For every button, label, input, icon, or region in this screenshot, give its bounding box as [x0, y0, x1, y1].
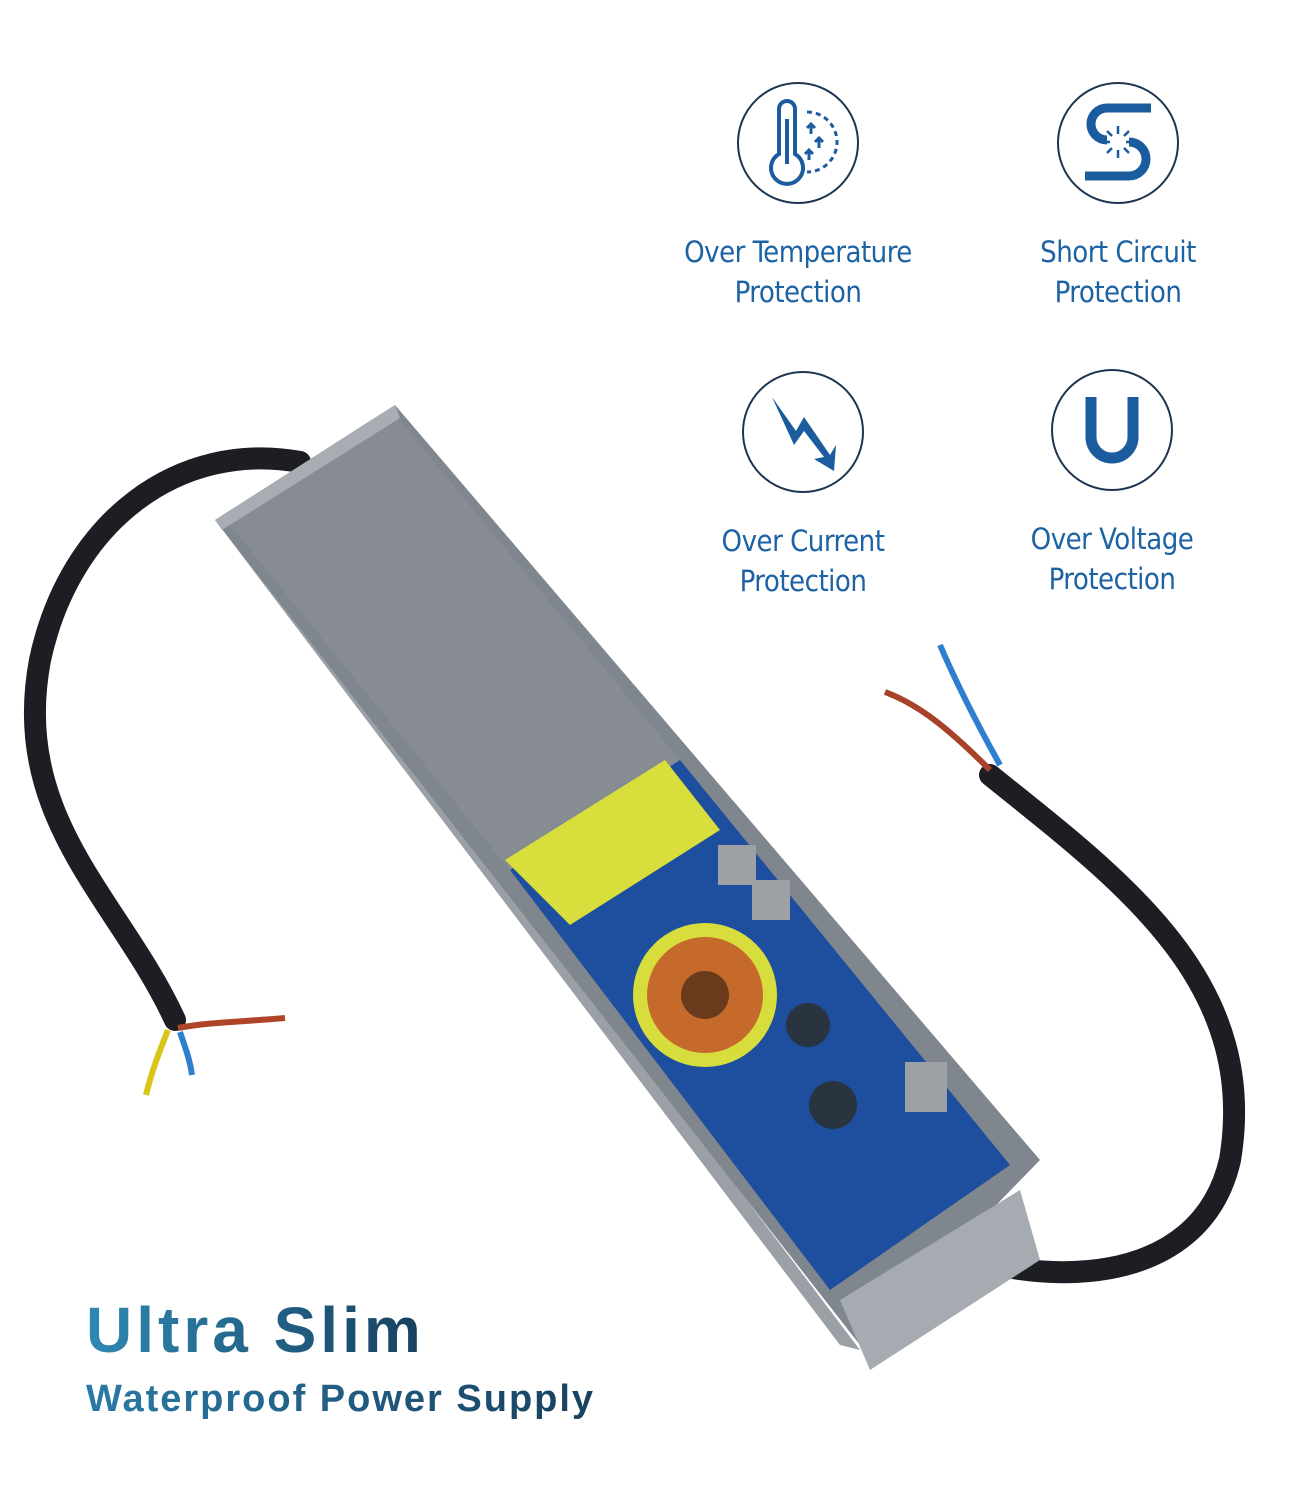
feature-label: Over Voltage Protection	[962, 519, 1262, 599]
capacitor	[786, 1003, 830, 1047]
feature-label-line2: Protection	[1048, 562, 1176, 596]
lightning-icon	[742, 371, 864, 493]
headline-title: Ultra Slim	[86, 1294, 425, 1366]
feature-label-line1: Over Voltage	[1030, 522, 1194, 556]
feature-label: Over Current Protection	[653, 521, 953, 601]
output-cable	[919, 764, 1246, 1284]
input-cable	[24, 447, 311, 1031]
wire-blue-left	[177, 1031, 195, 1076]
housing-top	[230, 415, 680, 870]
feature-over-voltage: Over Voltage Protection	[962, 369, 1262, 599]
short-circuit-icon	[1057, 82, 1179, 204]
wire-yellow-left	[143, 1028, 171, 1096]
end-bracket	[840, 1190, 1040, 1370]
feature-label-line2: Protection	[734, 275, 862, 309]
feature-label-line1: Over Current	[721, 524, 885, 558]
feature-label-line2: Protection	[739, 564, 867, 598]
feature-over-temperature: Over Temperature Protection	[648, 82, 948, 312]
wire-brown-left	[177, 1015, 286, 1031]
transformer	[505, 760, 720, 925]
wire-blue-right	[937, 643, 1003, 767]
feature-label-line2: Protection	[1054, 275, 1182, 309]
feature-label: Over Temperature Protection	[648, 232, 948, 312]
housing-side	[215, 520, 860, 1350]
feature-short-circuit: Short Circuit Protection	[968, 82, 1268, 312]
headline-subtitle: Waterproof Power Supply	[86, 1378, 596, 1420]
feature-label-line1: Short Circuit	[1040, 235, 1196, 269]
wire-brown-right	[883, 689, 993, 773]
x-capacitor	[905, 1062, 947, 1112]
housing-rail	[215, 405, 400, 530]
feature-label-line1: Over Temperature	[684, 235, 912, 269]
feature-over-current: Over Current Protection	[653, 371, 953, 601]
voltage-u-icon	[1051, 369, 1173, 491]
thermometer-icon	[737, 82, 859, 204]
feature-label: Short Circuit Protection	[968, 232, 1268, 312]
